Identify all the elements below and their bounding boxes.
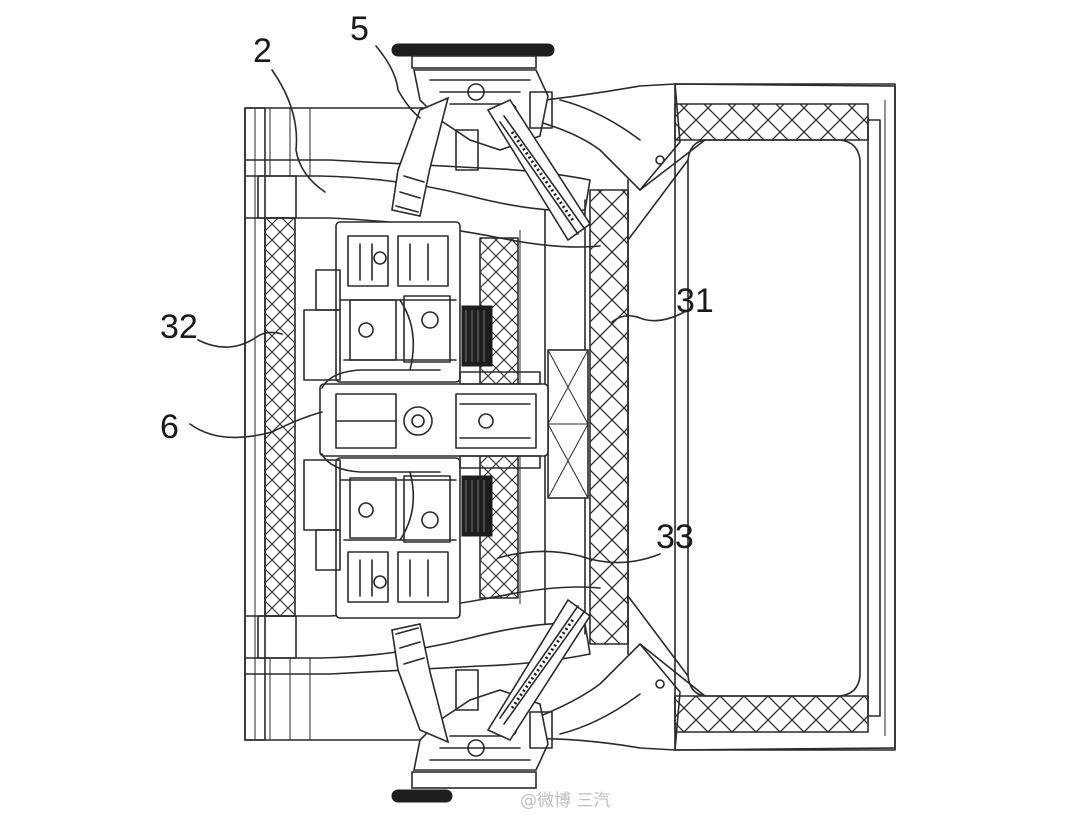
- right-lattice-truss: [589, 189, 629, 645]
- upper-suspension-assembly: [391, 43, 592, 242]
- label-31: 31: [676, 282, 714, 320]
- leader-2: [271, 69, 326, 193]
- label-5: 5: [350, 10, 369, 48]
- label-32: 32: [160, 308, 198, 346]
- leader-5: [375, 45, 421, 119]
- leader-33: [497, 550, 661, 564]
- drive-unit: [303, 221, 549, 619]
- leader-31: [611, 309, 689, 323]
- leader-32: [197, 331, 283, 348]
- label-33: 33: [656, 518, 694, 556]
- label-2: 2: [253, 32, 272, 70]
- leader-6: [189, 411, 323, 439]
- label-6: 6: [160, 408, 179, 446]
- watermark: @微博 三汽: [520, 791, 610, 811]
- leader-lines: [189, 45, 689, 564]
- callout-labels: 2 5 31 32 6 33: [160, 10, 714, 556]
- left-lattice-truss: [264, 217, 296, 617]
- lower-suspension-assembly: [391, 598, 592, 803]
